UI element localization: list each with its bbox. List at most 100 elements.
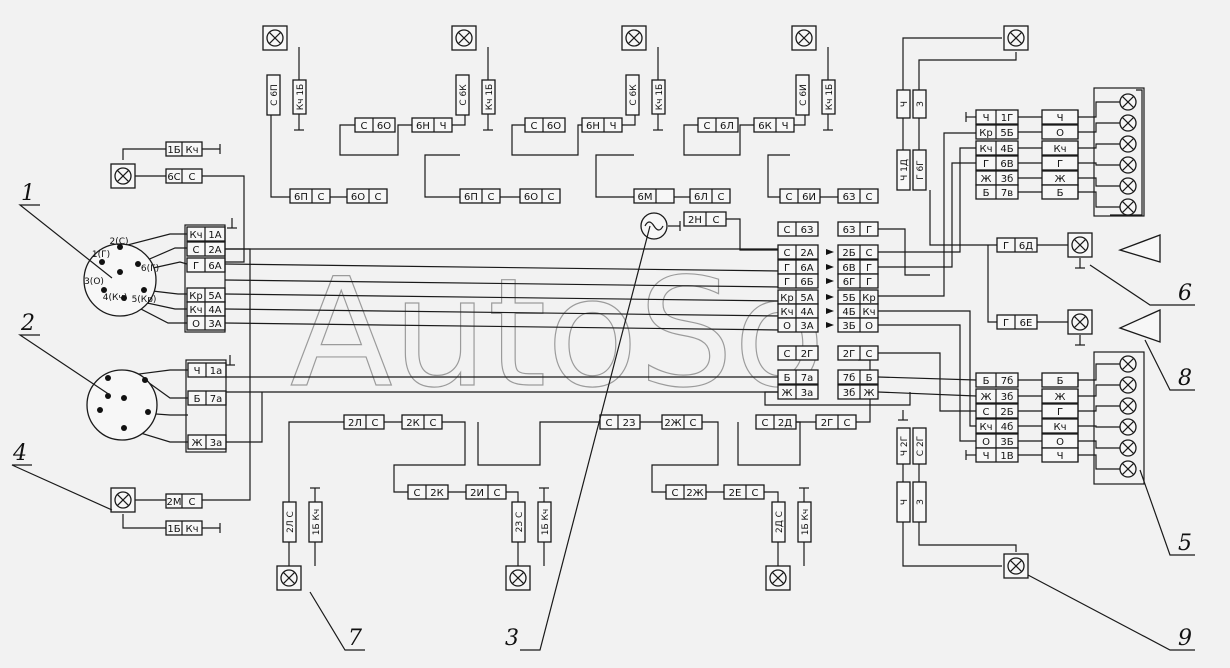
wire (288, 421, 344, 502)
box-frame (797, 501, 812, 543)
label: Ж (192, 438, 203, 449)
wire (878, 147, 976, 253)
socket-pin (117, 244, 123, 250)
label: С (672, 488, 679, 499)
lamp-icon (276, 565, 302, 591)
arrow-icon (826, 264, 834, 270)
vertical-label-box: З (912, 89, 927, 119)
box-frame (411, 117, 453, 133)
box-frame (625, 74, 640, 116)
label: С (361, 121, 368, 132)
box-frame (459, 188, 501, 204)
right-top-out: О (1041, 124, 1079, 140)
right-bottom-lamp-frame (1093, 351, 1145, 485)
box-frame (777, 369, 819, 385)
label: 2Д (778, 418, 792, 429)
label: Ж (981, 174, 992, 185)
callout-number: 6 (1178, 281, 1192, 306)
label: Г (193, 261, 199, 272)
wire (224, 293, 781, 302)
lamp-cross (1121, 378, 1135, 392)
box-frame (343, 414, 385, 430)
right-bottom-out: Ч (1041, 447, 1079, 463)
label: Кр (979, 128, 992, 139)
socket-pin (117, 269, 123, 275)
box-frame (777, 244, 819, 260)
wire (1078, 425, 1120, 428)
wire (902, 37, 1002, 90)
label: С (375, 192, 382, 203)
label: 2Ж (686, 488, 703, 499)
lamp-icon (110, 163, 136, 189)
lamp-icon (1119, 397, 1137, 415)
vertical-label-box: С 6П (266, 74, 281, 116)
box-frame (753, 117, 795, 133)
label: О (783, 321, 791, 332)
socket-pin (121, 425, 127, 431)
vertical-label-box: С 2Г (912, 427, 927, 465)
socket-pin (97, 407, 103, 413)
wire (1027, 574, 1195, 651)
socket-pin (142, 377, 148, 383)
label: Ч (900, 101, 910, 107)
lamps (110, 25, 1137, 591)
label: Ч (983, 451, 990, 462)
label: Г (1003, 318, 1009, 329)
wire (452, 115, 466, 126)
label: О (982, 437, 990, 448)
wire (987, 245, 997, 323)
right-top-row: Ж 3б (975, 170, 1019, 186)
wire (878, 324, 976, 442)
label: 2Ж (664, 418, 681, 429)
label: 1(Г) (92, 250, 110, 260)
wire (764, 491, 779, 502)
box-frame (633, 188, 675, 204)
label: 6П (464, 192, 478, 203)
wire (918, 522, 1017, 552)
wire (878, 162, 976, 268)
label: С (488, 192, 495, 203)
label: 5А (800, 293, 813, 304)
label: 7б (843, 373, 856, 384)
label: 3б (1001, 174, 1014, 185)
lamp-icon (1067, 232, 1093, 258)
box-frame (723, 484, 765, 500)
label: С (690, 418, 697, 429)
arrow-icon (826, 308, 834, 314)
label: С (718, 192, 725, 203)
label: О (1056, 128, 1064, 139)
right-bottom-out: О (1041, 433, 1079, 449)
label: С 6П (270, 84, 280, 106)
label: 6Л (720, 121, 734, 132)
box-frame (407, 484, 449, 500)
box-frame (689, 188, 731, 204)
label: 6И (802, 192, 816, 203)
wire (878, 228, 930, 276)
wire (683, 124, 754, 156)
box-frame (837, 369, 879, 385)
vertical-label-box: Ч (896, 89, 911, 119)
vertical-label-box: 1Б Кч (308, 501, 323, 543)
wire (918, 52, 1017, 90)
label: С 6К (629, 84, 639, 106)
box-frame (165, 168, 203, 184)
connector-2-socket (86, 369, 158, 441)
label: С (713, 215, 720, 226)
right-top-lamp-frame (1093, 87, 1145, 217)
label: Кч (185, 145, 198, 156)
